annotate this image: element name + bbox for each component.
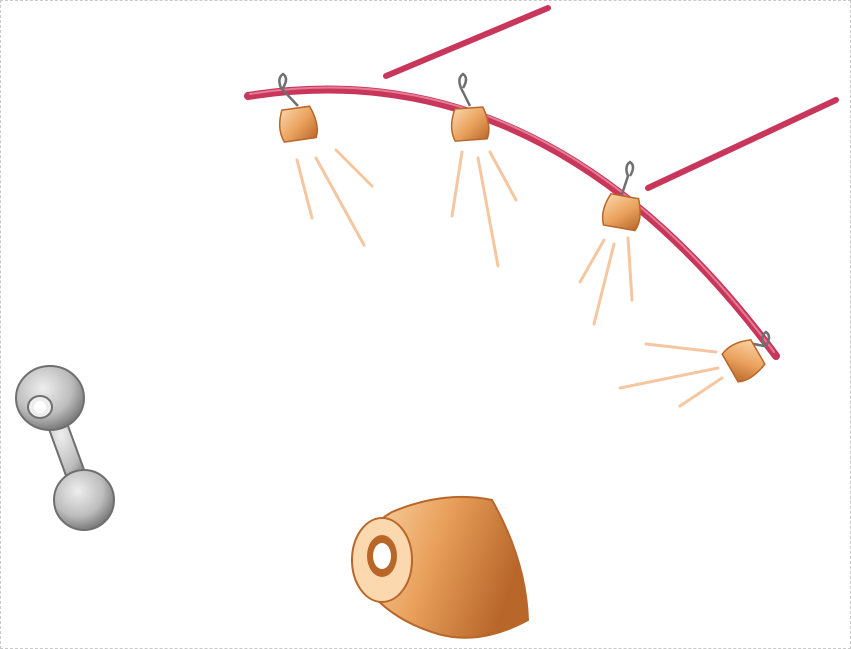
curved-rail	[248, 90, 776, 356]
curved-track-rail-icon	[248, 8, 836, 356]
light-ray	[646, 344, 716, 352]
track-spotlight-icon	[277, 74, 318, 142]
light-ray	[620, 368, 718, 388]
spotlight-body	[450, 107, 489, 142]
rail-branch-right	[648, 100, 836, 188]
light-ray	[478, 158, 498, 266]
light-ray	[336, 150, 372, 186]
curved-rail-highlight	[250, 87, 774, 352]
connector-hole-inner	[34, 401, 46, 413]
spotlights	[277, 74, 769, 384]
light-ray	[680, 378, 722, 406]
spotlight-hanger	[459, 74, 470, 106]
spotlight-body	[721, 336, 767, 384]
rail-branch-top	[386, 8, 548, 76]
light-ray	[580, 240, 604, 282]
spotlight-hanger	[622, 162, 633, 194]
light-ray	[490, 152, 516, 200]
spotlight-body	[601, 193, 643, 231]
connector-ball	[54, 470, 114, 530]
light-ray	[594, 244, 614, 324]
track-spotlight-icon	[601, 162, 643, 231]
rail-connector-icon	[16, 366, 114, 530]
light-ray	[452, 152, 462, 216]
light-ray	[628, 238, 632, 300]
spotlight-body	[277, 106, 318, 143]
connector-top-knob	[16, 366, 84, 430]
spotlight-closeup-icon	[352, 497, 528, 638]
light-beams	[297, 150, 722, 406]
light-ray	[297, 160, 312, 218]
spotlight-closeup-opening-inner	[373, 543, 391, 569]
track-spotlight-icon	[721, 332, 769, 384]
